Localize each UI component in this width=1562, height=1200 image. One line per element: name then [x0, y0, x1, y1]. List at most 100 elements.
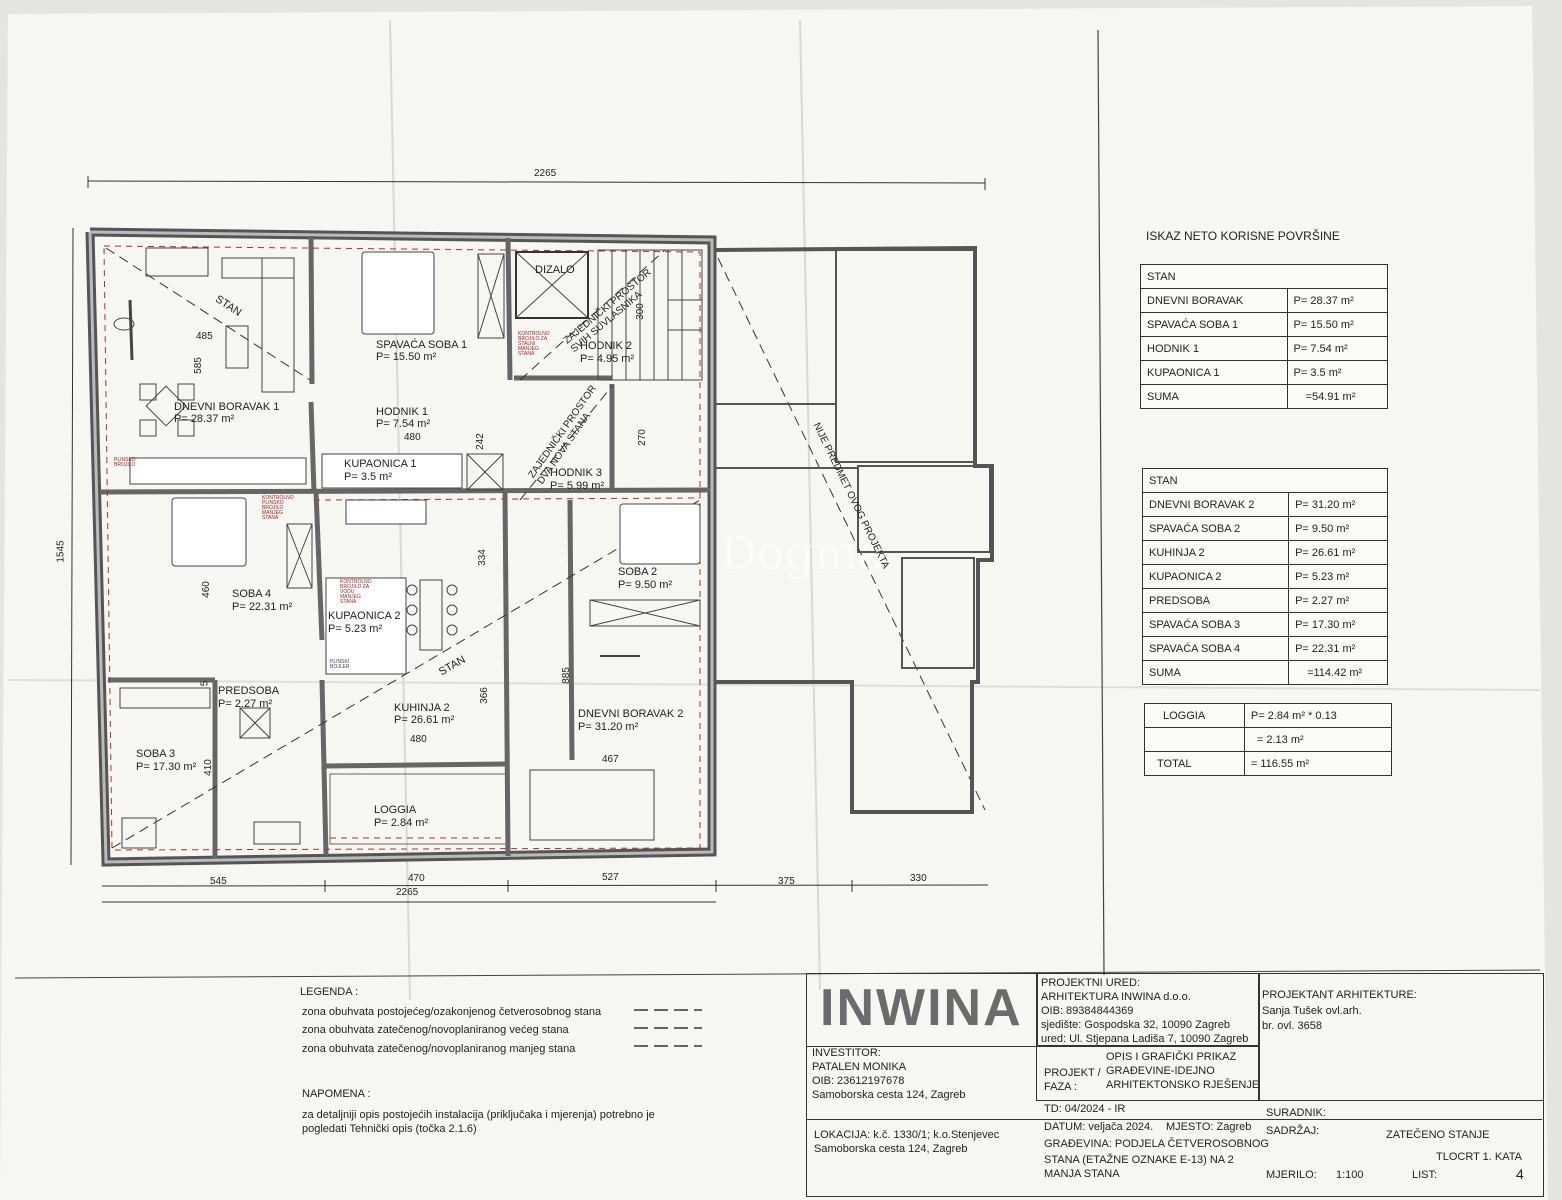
dim-top: 2265	[534, 168, 557, 179]
investitor-address: Samoborska cesta 124, Zagreb	[812, 1089, 966, 1101]
napomena-line-1: za detaljniji opis postojećih instalacij…	[302, 1109, 655, 1121]
legend-item-2: zona obuhvata zatečenog/novoplaniranog v…	[302, 1024, 569, 1036]
room-hodnik-2-name: HODNIK 2	[580, 340, 632, 352]
room-hodnik-3-area: P= 5.99 m²	[550, 480, 605, 492]
list-label: LIST:	[1412, 1169, 1438, 1181]
gradevina-2: STANA (ETAŽNE OZNAKE E-13) NA 2	[1044, 1154, 1234, 1166]
room-soba-2-area: P= 9.50 m²	[618, 579, 673, 591]
room-soba-4-area: P= 22.31 m²	[232, 601, 293, 613]
area-table-title: ISKAZ NETO KORISNE POVRŠINE	[1146, 229, 1340, 243]
sheet-number: 4	[1516, 1166, 1524, 1182]
legend-item-1: zona obuhvata postojećeg/ozakonjenog čet…	[302, 1006, 602, 1018]
dim-bottom-4: 375	[778, 876, 795, 887]
room-hodnik-2-area: P= 4.95 m²	[580, 353, 635, 365]
watermark: Dogma	[720, 526, 886, 580]
dim-467: 467	[602, 754, 619, 765]
dim-410: 410	[202, 759, 214, 776]
projektni-ured-ured: ured: Ul. Stjepana Ladiša 7, 10090 Zagre…	[1041, 1033, 1249, 1045]
room-soba-3-name: SOBA 3	[136, 748, 176, 760]
note-boiler: plinski bojler	[330, 659, 350, 670]
note-brojilo-2: kontrolno plinsko brojilo manjeg stana	[262, 495, 294, 521]
room-dnevni-boravak-1-area: P= 28.37 m²	[174, 413, 235, 425]
dim-left: 1545	[55, 540, 67, 563]
room-spavaca-soba-1-area: P= 15.50 m²	[376, 351, 437, 363]
projektni-ured-sjediste: sjedište: Gospodska 32, 10090 Zagreb	[1041, 1019, 1230, 1031]
table1-header: STAN	[1140, 264, 1388, 289]
sadrzaj-value-2: TLOCRT 1. KATA	[1436, 1151, 1522, 1163]
lokacija-2: Samoborska cesta 124, Zagreb	[814, 1143, 968, 1155]
projekt-desc-3: ARHITEKTONSKO RJEŠENJE	[1106, 1079, 1260, 1091]
titleblock-office-cell	[1036, 973, 1260, 1047]
room-kupaonica-2-area: P= 5.23 m²	[328, 623, 383, 635]
room-loggia-name: LOGGIA	[374, 804, 417, 816]
investitor-name: PATALEN MONIKA	[812, 1061, 907, 1073]
sadrzaj-value-1: ZATEČENO STANJE	[1386, 1129, 1490, 1141]
table-row: SUMA=54.91 m²	[1140, 384, 1389, 409]
room-hodnik-3-name: HODNIK 3	[550, 467, 602, 479]
label-dizalo: DIZALO	[535, 264, 575, 276]
room-dnevni-boravak-2-name: DNEVNI BORAVAK 2	[578, 708, 684, 720]
dim-480b: 480	[410, 734, 427, 745]
dim-885: 885	[560, 667, 572, 684]
room-dnevni-boravak-2-area: P= 31.20 m²	[578, 721, 639, 733]
room-hodnik-1-name: HODNIK 1	[376, 406, 428, 418]
gradevina-3: MANJA STANA	[1044, 1168, 1120, 1180]
legend-item-3: zona obuhvata zatečenog/novoplaniranog m…	[302, 1043, 576, 1055]
table-row: TOTAL= 116.55 m²	[1144, 751, 1393, 776]
investitor-oib: OIB: 23612197678	[812, 1075, 905, 1087]
room-soba-4-name: SOBA 4	[232, 588, 272, 600]
table2-header: STAN	[1142, 468, 1388, 493]
projekt-desc-2: GRAĐEVINE-IDEJNO	[1106, 1065, 1215, 1077]
dim-270: 270	[636, 429, 648, 446]
arhitekt-license: br. ovl. 3658	[1262, 1020, 1322, 1032]
sadrzaj-label: SADRŽAJ:	[1266, 1125, 1320, 1137]
projektni-ured-label: PROJEKTNI URED:	[1041, 977, 1141, 989]
dim-bottom-5: 330	[910, 873, 927, 884]
titleblock-bottom-row	[806, 1119, 1542, 1121]
room-kupaonica-2-name: KUPAONICA 2	[328, 610, 401, 622]
projekt-desc-1: OPIS I GRAFIČKI PRIKAZ	[1106, 1051, 1237, 1063]
note-brojilo-3: kontrolno brojilo za vodu manjeg stana	[340, 579, 372, 605]
td-number: TD: 04/2024 - IR	[1044, 1103, 1126, 1115]
projektni-ured-oib: OIB: 89384844369	[1041, 1005, 1134, 1017]
arhitekt-label: PROJEKTANT ARHITEKTURE:	[1262, 989, 1417, 1001]
legend-title: LEGENDA :	[300, 986, 359, 998]
dim-bottom-1: 545	[210, 876, 227, 887]
mjerilo-label: MJERILO:	[1266, 1169, 1317, 1181]
room-spavaca-soba-1-name: SPAVAĆA SOBA 1	[376, 339, 468, 351]
dim-300: 300	[634, 303, 646, 320]
note-brojilo-1: kontrolno brojilo za stalni manjeg stana	[518, 331, 550, 357]
dim-334: 334	[476, 549, 488, 566]
lokacija-1: LOKACIJA: k.č. 1330/1; k.o.Stenjevec	[814, 1129, 1000, 1141]
room-kuhinja-2-area: P= 26.61 m²	[394, 714, 455, 726]
table-row: = 2.13 m²	[1144, 727, 1393, 752]
gradevina-1: GRAĐEVINA: PODJELA ČETVEROSOBNOG	[1044, 1138, 1269, 1150]
suradnik-label: SURADNIK:	[1266, 1107, 1326, 1119]
dim-585: 585	[192, 357, 204, 374]
mjerilo-value: 1:100	[1336, 1169, 1364, 1181]
room-predsoba-area: P= 2.27 m²	[218, 698, 273, 710]
room-kuhinja-2-name: KUHINJA 2	[394, 702, 450, 714]
napomena-title: NAPOMENA :	[302, 1088, 371, 1100]
dim-366: 366	[478, 687, 490, 704]
dim-485: 485	[196, 331, 213, 342]
room-soba-3-area: P= 17.30 m²	[136, 761, 197, 773]
dim-5: 5	[199, 680, 211, 687]
projekt-faza-label: PROJEKT /	[1044, 1067, 1101, 1079]
arhitekt-name: Sanja Tušek ovl.arh.	[1262, 1005, 1362, 1017]
titleblock-project-cell	[1036, 1045, 1260, 1101]
dim-242: 242	[474, 433, 486, 450]
